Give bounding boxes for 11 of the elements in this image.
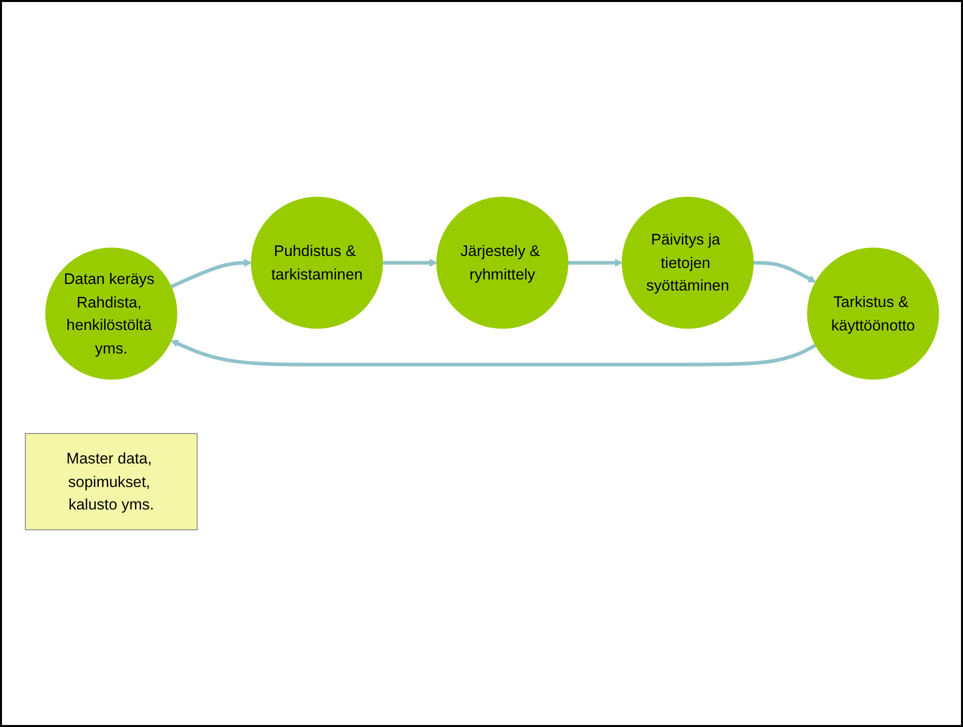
arrow xyxy=(567,258,622,267)
arrow xyxy=(752,260,816,282)
node-circle: Järjestely & ryhmittely xyxy=(436,196,568,329)
arrow xyxy=(382,258,437,267)
arrow xyxy=(170,340,816,366)
arrow xyxy=(170,258,252,288)
node-circle: Puhdistus & tarkistaminen xyxy=(250,196,382,329)
node-circle: Datan keräys Rahdista, henkilöstöltä yms. xyxy=(44,248,177,380)
node-circle: Päivitys ja tietojen syöttäminen xyxy=(621,196,754,329)
node-box: Master data, sopimukset, kalusto yms. xyxy=(24,433,198,530)
node-circle: Tarkistus & käyttöönotto xyxy=(806,248,939,380)
